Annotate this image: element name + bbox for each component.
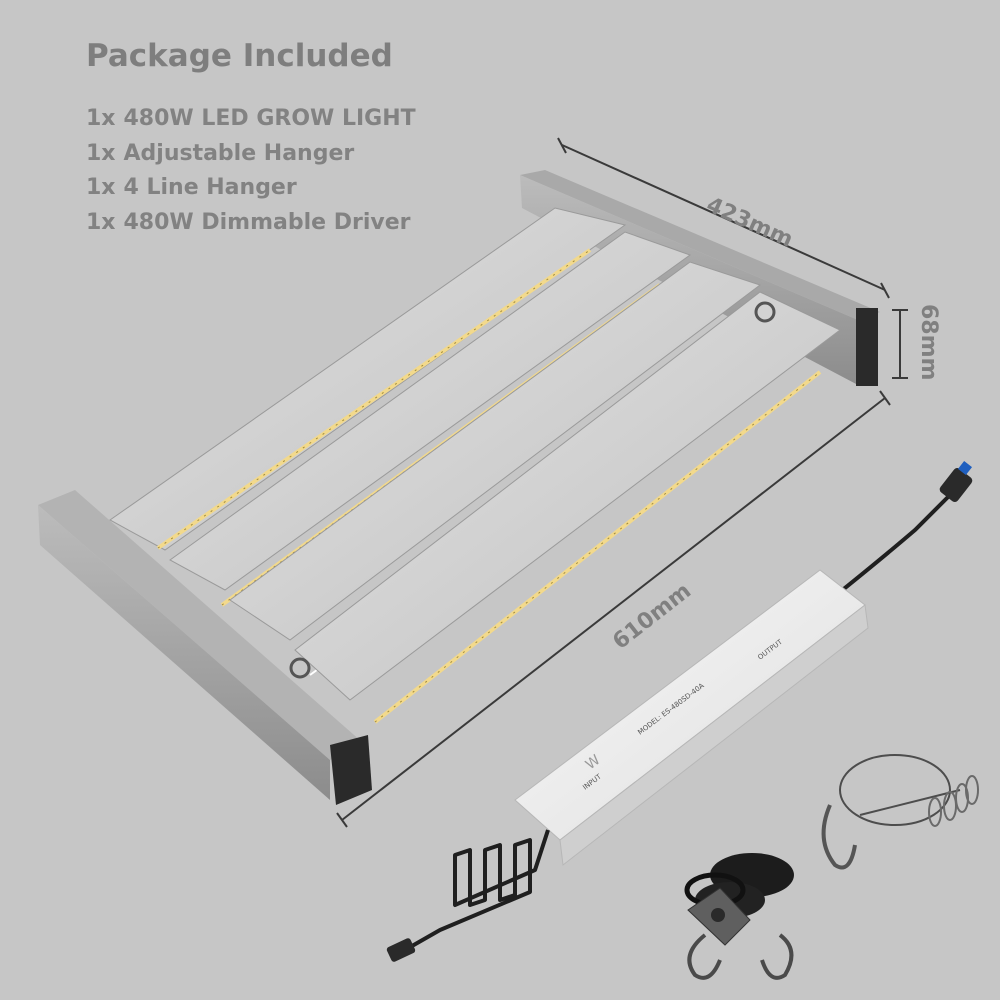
plug-icon	[386, 938, 416, 962]
item-label: Adjustable Hanger	[123, 140, 355, 166]
dimmable-driver: MODEL: ES-480SD-40A INPUT OUTPUT W	[514, 569, 869, 866]
carabiner-icon	[821, 804, 857, 870]
led-bar-4	[294, 291, 841, 724]
snap-hook-icon	[943, 791, 957, 821]
package-item: 1x 480W LED GROW LIGHT	[86, 102, 416, 137]
dimension-height: 68mm	[892, 304, 941, 380]
snap-hook-icon	[965, 775, 979, 805]
front-rail-face	[38, 505, 330, 800]
hanging-ring-icon	[754, 301, 776, 323]
back-rail-endcap	[856, 308, 878, 386]
led-bar-1	[109, 207, 627, 551]
front-rail	[38, 490, 362, 760]
package-heading: Package Included	[86, 38, 393, 74]
length-dimension-label: 610mm	[608, 579, 696, 655]
four-line-hanger	[821, 754, 979, 870]
carabiner-icon	[760, 933, 794, 980]
snap-hook-icon	[928, 797, 942, 827]
package-item: 1x 480W Dimmable Driver	[86, 206, 416, 241]
item-quantity: 1x	[86, 140, 116, 166]
hanging-ring-icon	[289, 657, 311, 679]
package-item: 1x 4 Line Hanger	[86, 171, 416, 206]
item-quantity: 1x	[86, 209, 116, 235]
item-label: 480W LED GROW LIGHT	[123, 106, 416, 131]
power-cord	[386, 829, 550, 962]
item-quantity: 1x	[86, 106, 116, 131]
adjustable-hanger	[684, 853, 794, 980]
driver-output-cable	[828, 460, 973, 602]
back-rail	[520, 170, 880, 320]
grow-light-fixture	[38, 170, 880, 805]
package-item: 1x Adjustable Hanger	[86, 137, 416, 172]
front-rail-endcap	[330, 735, 372, 805]
item-label: 480W Dimmable Driver	[123, 209, 411, 235]
connector-icon	[939, 468, 973, 502]
carabiner-icon	[687, 933, 722, 980]
item-quantity: 1x	[86, 175, 116, 200]
height-dimension-label: 68mm	[916, 304, 941, 380]
item-label: 4 Line Hanger	[123, 175, 297, 200]
